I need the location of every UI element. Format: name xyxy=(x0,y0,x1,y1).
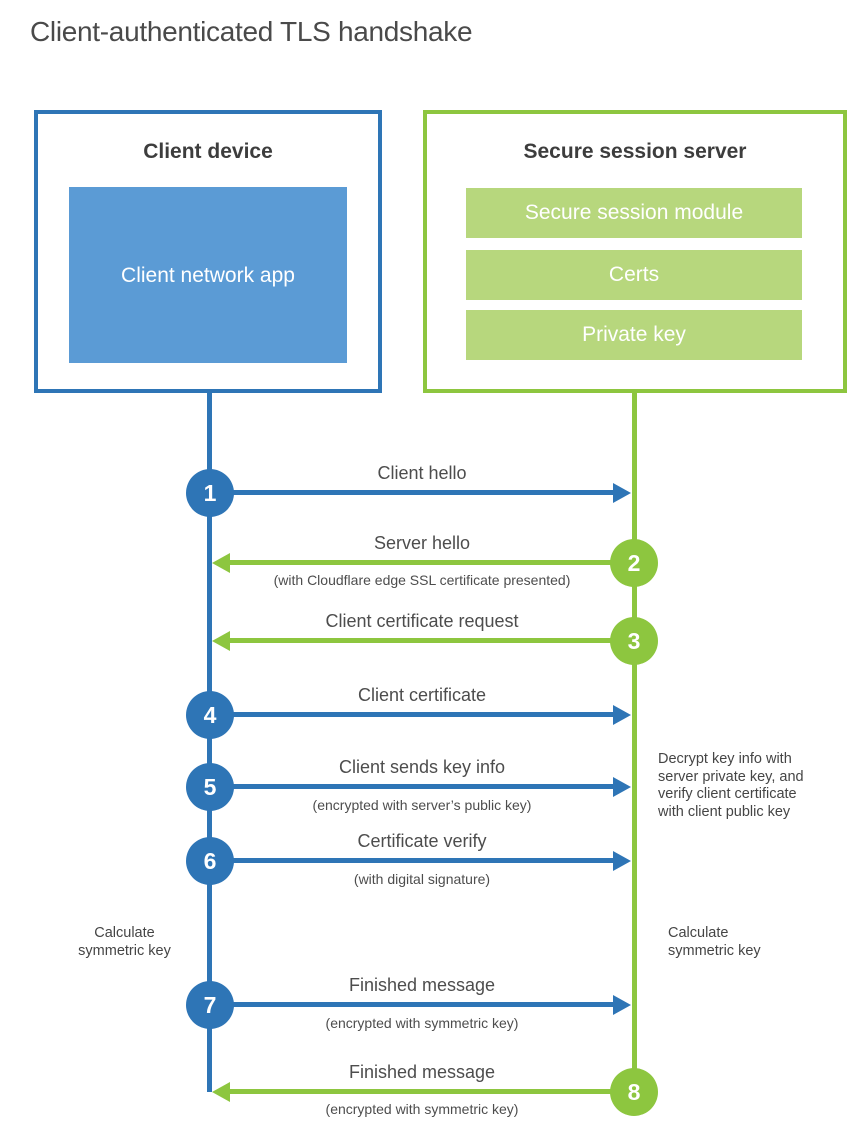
client-lifeline xyxy=(207,393,212,1092)
client-network-app-label: Client network app xyxy=(121,263,295,287)
message-arrow-line xyxy=(228,560,632,565)
secure-session-server-box: Secure session server Secure session mod… xyxy=(423,110,847,393)
server-lifeline xyxy=(632,393,637,1092)
arrow-right-icon xyxy=(613,851,631,871)
step-sublabel: (encrypted with symmetric key) xyxy=(325,1015,519,1031)
step-label: Finished message xyxy=(348,1062,496,1082)
server-decrypt-note: Decrypt key info with server private key… xyxy=(658,751,804,820)
arrow-right-icon xyxy=(613,777,631,797)
step-label: Client hello xyxy=(377,463,467,483)
server-module-bar: Private key xyxy=(466,310,802,360)
message-arrow-line xyxy=(228,638,632,643)
step-label: Client sends key info xyxy=(338,757,506,777)
step-label: Finished message xyxy=(348,975,496,995)
step-label: Server hello xyxy=(373,533,471,553)
step-number-badge: 6 xyxy=(186,837,234,885)
arrow-left-icon xyxy=(212,631,230,651)
message-arrow-line xyxy=(212,712,614,717)
server-module-bar: Secure session module xyxy=(466,188,802,238)
message-arrow-line xyxy=(212,1002,614,1007)
arrow-right-icon xyxy=(613,995,631,1015)
step-number-badge: 2 xyxy=(610,539,658,587)
step-label: Client certificate xyxy=(357,685,487,705)
step-number-badge: 4 xyxy=(186,691,234,739)
step-sublabel: (encrypted with symmetric key) xyxy=(325,1101,519,1117)
step-number-badge: 8 xyxy=(610,1068,658,1116)
client-calculate-note: Calculate symmetric key xyxy=(78,925,171,959)
step-label: Client certificate request xyxy=(325,611,519,631)
message-arrow-line xyxy=(212,858,614,863)
client-network-app-box: Client network app xyxy=(69,187,347,363)
step-number-badge: 3 xyxy=(610,617,658,665)
secure-session-server-title: Secure session server xyxy=(523,140,747,163)
step-number-badge: 5 xyxy=(186,763,234,811)
arrow-left-icon xyxy=(212,553,230,573)
step-sublabel: (with digital signature) xyxy=(353,871,491,887)
arrow-right-icon xyxy=(613,705,631,725)
arrow-left-icon xyxy=(212,1082,230,1102)
message-arrow-line xyxy=(228,1089,632,1094)
step-label: Certificate verify xyxy=(357,831,487,851)
server-calculate-note: Calculate symmetric key xyxy=(668,925,761,959)
client-device-title: Client device xyxy=(143,140,273,163)
server-module-bar: Certs xyxy=(466,250,802,300)
step-number-badge: 7 xyxy=(186,981,234,1029)
message-arrow-line xyxy=(212,490,614,495)
step-number-badge: 1 xyxy=(186,469,234,517)
step-sublabel: (with Cloudflare edge SSL certificate pr… xyxy=(273,572,571,588)
message-arrow-line xyxy=(212,784,614,789)
step-sublabel: (encrypted with server’s public key) xyxy=(312,797,532,813)
arrow-right-icon xyxy=(613,483,631,503)
client-device-box: Client device Client network app xyxy=(34,110,382,393)
diagram-title: Client-authenticated TLS handshake xyxy=(30,16,473,47)
